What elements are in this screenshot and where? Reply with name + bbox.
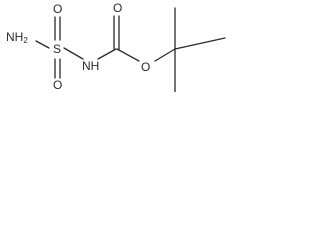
bond-nitrogen-carbonyl	[97, 48, 117, 60]
atom-label-sulfonyl-oxygen-top: O	[53, 2, 62, 16]
bond-carbonyl-ester-oxygen	[116, 48, 140, 62]
atom-label-ester-oxygen: O	[141, 60, 150, 74]
atom-label-amine: NH2	[6, 30, 28, 45]
atom-label-carbonyl-oxygen: O	[113, 1, 122, 15]
atom-label-amine-symbol: NH	[6, 30, 23, 44]
atom-label-sulfur: S	[53, 42, 61, 56]
bond-ester-oxygen-quaternary-carbon	[154, 48, 176, 62]
atom-label-amine-subscript: 2	[23, 36, 28, 45]
atom-label-carbamate-nitrogen: NH	[82, 59, 99, 73]
bond-amine-sulfur	[35, 40, 50, 49]
chemical-structure-diagram: NH2 S O O NH O O	[6, 1, 226, 92]
bond-group	[35, 7, 226, 92]
bond-quaternary-methyl-right	[174, 37, 226, 50]
bond-sulfur-nitrogen	[63, 47, 84, 60]
atom-label-sulfonyl-oxygen-bottom: O	[53, 78, 62, 92]
atom-label-group: NH2 S O O NH O O	[6, 1, 150, 92]
